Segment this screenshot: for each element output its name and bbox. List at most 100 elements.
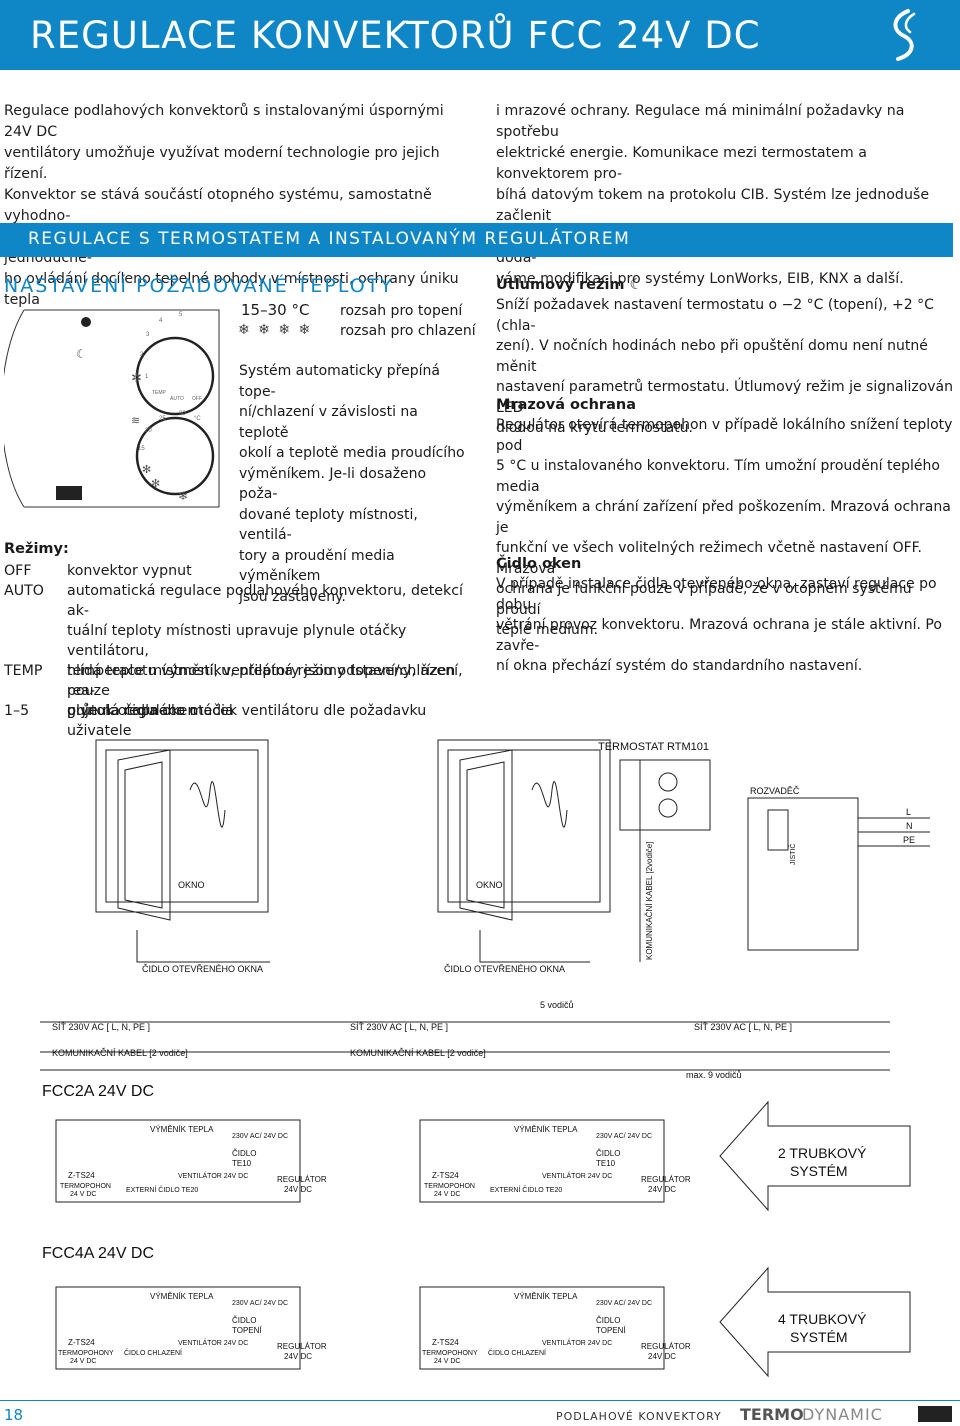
snowflake-medium-icon: ✻ [151, 478, 160, 490]
ext-sensor-label: EXTERNÍ ČIDLO TE20 [126, 1185, 198, 1194]
text-line: Regulace podlahových konvektorů s instal… [4, 103, 444, 140]
sensor-label: ČIDLO [232, 1316, 256, 1325]
actuators-label: TERMOPOHONY [58, 1350, 114, 1357]
psu-label: 230V AC/ 24V DC [596, 1133, 652, 1140]
mode-description: automatická regulace podlahového konvekt… [67, 581, 465, 721]
lower-dial [135, 416, 215, 496]
regulator-label: 24V DC [648, 1185, 676, 1194]
text-line: guje na čidla oken [67, 703, 197, 719]
zts-label: Z-TS24 [432, 1171, 459, 1180]
dial-number: TEMP [152, 390, 167, 396]
exchanger-label: VÝMĚNÍK TEPLA [514, 1125, 578, 1134]
breaker-label: JISTIČ [788, 844, 797, 865]
wave-s-logo-icon [893, 9, 916, 61]
text-line: průtok otopného media [67, 703, 234, 719]
window-sensor-label: ČIDLO OTEVŘENÉHO OKNA [142, 964, 263, 974]
dial-number: 4 [159, 318, 163, 324]
thermostat-illustration: ☾ ✲ ≋ ✻ ✻ ❄ 5 4 3 2 1 TEMP AUTO OFF 25 3… [4, 309, 220, 508]
text-line: teplé medium. [496, 622, 598, 638]
window-label: OKNO [476, 880, 503, 890]
regulator-label: REGULÁTOR [277, 1175, 327, 1184]
regulator-label: 24V DC [284, 1185, 312, 1194]
dial-number: OFF [192, 396, 202, 402]
text-line: váme modifikaci pro systémy LonWorks, EI… [496, 271, 904, 287]
window-sensor-title: Čidlo oken [496, 556, 582, 572]
fcc4a-label: FCC4A 24V DC [42, 1245, 154, 1262]
ext-sensor-label: EXTERNÍ ČIDLO TE20 [490, 1185, 562, 1194]
fan-icon: ✲ [131, 370, 142, 385]
moon-icon: ☾ [76, 347, 87, 361]
range-heat-value: 15–30 °C [241, 301, 310, 319]
sensor-label: TE10 [596, 1159, 616, 1168]
brand-badge-icon [918, 1406, 952, 1422]
line-pe-label: PE [903, 835, 915, 845]
dial-number: 25 [159, 416, 166, 422]
psu-label: 230V AC/ 24V DC [232, 1300, 288, 1307]
window-sensor-block: Čidlo oken V případě instalace čidla ote… [496, 554, 954, 677]
exchanger-label: VÝMĚNÍK TEPLA [514, 1292, 578, 1301]
page-number: 18 [4, 1406, 24, 1424]
text-line: ní okna přechází systém do standardního … [496, 658, 863, 674]
snowflakes-icon: ❄ ❄ ❄ ❄ [238, 322, 313, 338]
intro-right: i mrazové ochrany. Regulace má minimální… [496, 101, 954, 290]
four-pipe-label: 4 TRUBKOVÝ [778, 1311, 867, 1327]
frost-title: Mrazová ochrana [496, 397, 636, 413]
snowflake-small-icon: ✻ [142, 464, 151, 476]
heat-icon: ≋ [131, 415, 140, 427]
thermostat-label: TERMOSTAT RTM101 [598, 741, 709, 753]
section-title: REGULACE S TERMOSTATEM A INSTALOVANÝM RE… [28, 229, 631, 249]
text-line: ochrana je funkční pouze v případě, že v… [496, 581, 912, 618]
actuators-label: TERMOPOHONY [422, 1350, 478, 1357]
fan-label: VENTILÁTOR 24V DC [178, 1171, 248, 1180]
night-mode-title: Útlumový režim [496, 277, 625, 293]
dial-number: 20 [145, 428, 152, 434]
regulator-label: 24V DC [284, 1352, 312, 1361]
mode-description: konvektor vypnut [67, 561, 465, 581]
fcc2a-label: FCC2A 24V DC [42, 1083, 154, 1100]
moon-icon: ☾ [629, 277, 643, 293]
window-label: OKNO [178, 880, 205, 890]
modes-title: Režimy: [4, 541, 69, 557]
snowflake-large-icon: ❄ [178, 489, 188, 503]
text-line: temperace místnosti, ventilátory jsou od… [67, 663, 456, 699]
dial-number: 3 [146, 332, 150, 338]
text-line: funkční ve všech volitelných režimech vč… [496, 540, 922, 577]
mains-label: SÍŤ 230V AC [ L, N, PE ] [694, 1022, 792, 1032]
upper-dial [135, 336, 215, 416]
text-line: tuální teploty místnosti upravuje plynul… [67, 623, 407, 659]
mode-description: plynulá regulace otáček ventilátoru dle … [67, 701, 465, 741]
brand-logo-part2: DYNAMIC [802, 1405, 883, 1424]
mode-key: AUTO [4, 583, 44, 599]
wiring-diagram: TERMOSTAT RTM101 ROZVADĚČ JISTIČ L N PE … [40, 739, 930, 1378]
five-wires-label: 5 vodičů [540, 1000, 574, 1010]
text-line: elektrické energie. Komunikace mezi term… [496, 145, 867, 182]
page-header [0, 0, 960, 70]
dial-number: 2 [140, 352, 144, 358]
text-line: Regulátor otevírá termopohon v případě l… [496, 417, 953, 454]
regulator-label: REGULÁTOR [641, 1175, 691, 1184]
max-nine-label: max. 9 vodičů [686, 1070, 742, 1080]
fan-label: VENTILÁTOR 24V DC [542, 1338, 612, 1347]
text-line: konvektor vypnut [67, 563, 192, 579]
brand-logo-part1: TERMO [740, 1405, 804, 1424]
brand-badge-icon [56, 486, 82, 500]
zts-label: Z-TS24 [432, 1338, 459, 1347]
voltage-label: 24 V DC [70, 1358, 96, 1365]
text-line: V případě instalace čidla otevřeného okn… [496, 576, 937, 613]
text-line: ventilátory umožňuje využívat moderní te… [4, 145, 440, 182]
text-line: výměníkem. Je-li dosaženo poža- [239, 465, 427, 503]
setting-title: NASTAVENÍ POŽADOVANÉ TEPLOTY [4, 275, 394, 297]
two-pipe-label: SYSTÉM [790, 1163, 848, 1179]
line-l-label: L [906, 807, 911, 817]
voltage-label: 24 V DC [434, 1358, 460, 1365]
night-mode-block: Útlumový režim ☾ Sníží požadavek nastave… [496, 275, 954, 439]
text-line: automatická regulace podlahového konvekt… [67, 583, 463, 619]
text-line: výměníkem a chrání zařízení před poškoze… [496, 499, 951, 536]
regulator-label: REGULÁTOR [641, 1342, 691, 1351]
psu-label: 230V AC/ 24V DC [232, 1133, 288, 1140]
text-line: okolí a teplotě media proudícího [239, 445, 465, 461]
cool-sensor-label: ČIDLO CHLAZENÍ [488, 1348, 546, 1357]
led-dot-icon [81, 317, 91, 327]
mode-description: temperace místnosti, ventilátory jsou od… [67, 661, 465, 721]
text-line: dované teploty místnosti, ventilá- [239, 506, 418, 544]
